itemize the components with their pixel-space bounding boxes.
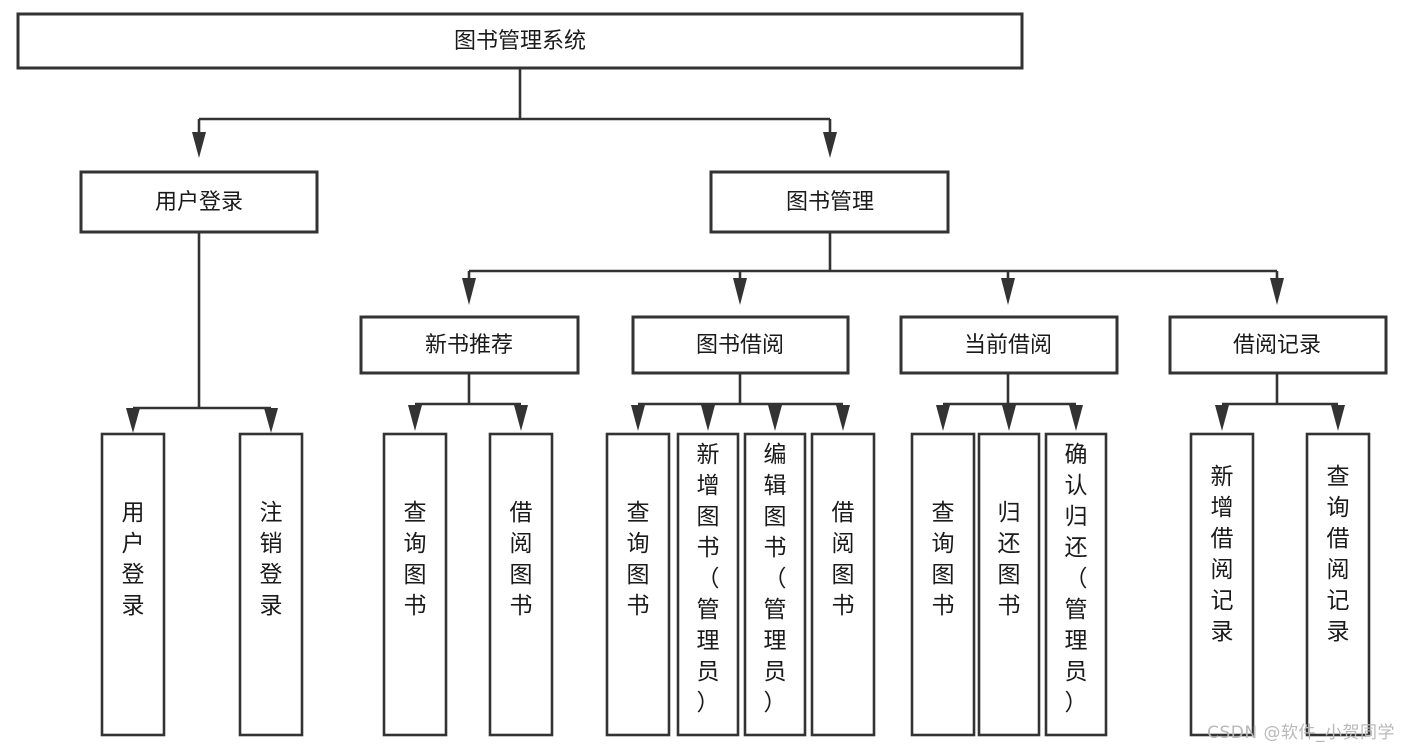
leaf-query-book-3-label: 查询图书: [932, 500, 955, 619]
leaf-query-book-1-label: 查询图书: [404, 500, 427, 619]
node-current-borrow[interactable]: 当前借阅: [899, 315, 1119, 375]
leaf-add-book[interactable]: 新增图书（管理员）: [676, 432, 740, 737]
leaf-user-login[interactable]: 用户登录: [100, 432, 166, 737]
arrowhead-leaf-user-login: [126, 408, 140, 433]
arrowhead-leaf-query-book-3: [936, 405, 950, 431]
csdn-watermark: CSDN @软件_小贺同学: [1207, 723, 1395, 743]
node-borrow-record-box[interactable]: [1168, 315, 1388, 375]
node-new-book-recommend[interactable]: 新书推荐: [359, 315, 580, 375]
leaf-query-book-2[interactable]: 查询图书: [605, 432, 671, 737]
leaf-logout-login-label: 注销登录: [260, 500, 283, 619]
leaf-return-book[interactable]: 归还图书: [977, 432, 1041, 737]
node-root-box[interactable]: [16, 12, 1024, 70]
arrowhead-leaf-edit-book: [768, 405, 782, 431]
leaf-edit-book-box[interactable]: [743, 432, 807, 737]
leaf-query-record[interactable]: 查询借阅记录: [1305, 432, 1371, 737]
leaf-query-book-3-box[interactable]: [910, 432, 976, 737]
leaf-logout-login[interactable]: 注销登录: [238, 432, 304, 737]
node-root[interactable]: 图书管理系统: [16, 12, 1024, 70]
node-book-manage[interactable]: 图书管理: [709, 170, 950, 234]
leaf-user-login-box[interactable]: [100, 432, 166, 737]
leaf-edit-book[interactable]: 编辑图书（管理员）: [743, 432, 807, 737]
leaf-query-book-1-box[interactable]: [382, 432, 448, 737]
arrowhead-leaf-confirm-return: [1069, 405, 1083, 431]
leaf-add-record-label: 新增借阅记录: [1211, 464, 1234, 645]
node-book-borrow[interactable]: 图书借阅: [631, 315, 850, 375]
arrowhead-book-manage: [823, 132, 837, 158]
arrowhead-new-book-recommend: [462, 278, 476, 305]
arrowhead-leaf-logout-login: [264, 408, 278, 433]
leaf-confirm-return-label: 确认归还（管理员）: [1065, 442, 1088, 716]
arrowhead-borrow-record: [1270, 278, 1284, 305]
connector-layer: [126, 68, 1345, 433]
leaf-query-book-1[interactable]: 查询图书: [382, 432, 448, 737]
node-root-label: 图书管理系统: [454, 29, 586, 54]
leaf-add-book-label: 新增图书（管理员）: [697, 442, 720, 716]
node-new-book-recommend-box[interactable]: [359, 315, 580, 375]
leaf-query-record-label: 查询借阅记录: [1327, 464, 1350, 645]
leaf-borrow-book-2-label: 借阅图书: [832, 500, 855, 619]
arrowhead-current-borrow: [1001, 278, 1015, 305]
node-book-manage-label: 图书管理: [786, 190, 874, 215]
arrowhead-user-login: [192, 132, 206, 158]
node-user-login-box[interactable]: [79, 170, 319, 234]
leaf-borrow-book-1-label: 借阅图书: [510, 500, 533, 619]
leaf-user-login-label: 用户登录: [122, 500, 145, 619]
leaf-query-book-3[interactable]: 查询图书: [910, 432, 976, 737]
arrowhead-leaf-add-record: [1215, 405, 1229, 431]
leaf-borrow-book-1-box[interactable]: [488, 432, 554, 737]
node-new-book-recommend-label: 新书推荐: [425, 333, 513, 358]
node-current-borrow-label: 当前借阅: [964, 333, 1052, 358]
leaf-query-record-box[interactable]: [1305, 432, 1371, 737]
arrowhead-leaf-query-book-2: [631, 405, 645, 431]
leaf-return-book-label: 归还图书: [998, 500, 1021, 619]
arrowhead-leaf-add-book: [701, 405, 715, 431]
arrowhead-leaf-query-record: [1331, 405, 1345, 431]
node-book-borrow-label: 图书借阅: [696, 333, 784, 358]
leaf-borrow-book-1[interactable]: 借阅图书: [488, 432, 554, 737]
arrowhead-leaf-query-book-1: [408, 405, 422, 431]
node-borrow-record[interactable]: 借阅记录: [1168, 315, 1388, 375]
node-current-borrow-box[interactable]: [899, 315, 1119, 375]
leaf-confirm-return[interactable]: 确认归还（管理员）: [1044, 432, 1108, 737]
leaf-edit-book-label: 编辑图书（管理员）: [764, 442, 787, 716]
leaf-confirm-return-box[interactable]: [1044, 432, 1108, 737]
leaf-return-book-box[interactable]: [977, 432, 1041, 737]
arrowhead-leaf-borrow-book-1: [514, 405, 528, 431]
arrowhead-book-borrow: [733, 278, 747, 305]
leaf-logout-login-box[interactable]: [238, 432, 304, 737]
node-user-login[interactable]: 用户登录: [79, 170, 319, 234]
node-book-borrow-box[interactable]: [631, 315, 850, 375]
arrowhead-leaf-borrow-book-2: [836, 405, 850, 431]
leaf-borrow-book-2-box[interactable]: [810, 432, 876, 737]
leaf-add-book-box[interactable]: [676, 432, 740, 737]
node-borrow-record-label: 借阅记录: [1233, 333, 1321, 358]
leaf-query-book-2-label: 查询图书: [627, 500, 650, 619]
leaf-borrow-book-2[interactable]: 借阅图书: [810, 432, 876, 737]
node-book-manage-box[interactable]: [709, 170, 950, 234]
leaf-layer: 用户登录 注销登录 查询图书 借阅图书 查询图书 新增图书（管理员）: [100, 432, 1371, 737]
leaf-query-book-2-box[interactable]: [605, 432, 671, 737]
arrowhead-leaf-return-book: [1002, 405, 1016, 431]
node-user-login-label: 用户登录: [155, 190, 243, 215]
leaf-add-record-box[interactable]: [1189, 432, 1255, 737]
leaf-add-record[interactable]: 新增借阅记录: [1189, 432, 1255, 737]
